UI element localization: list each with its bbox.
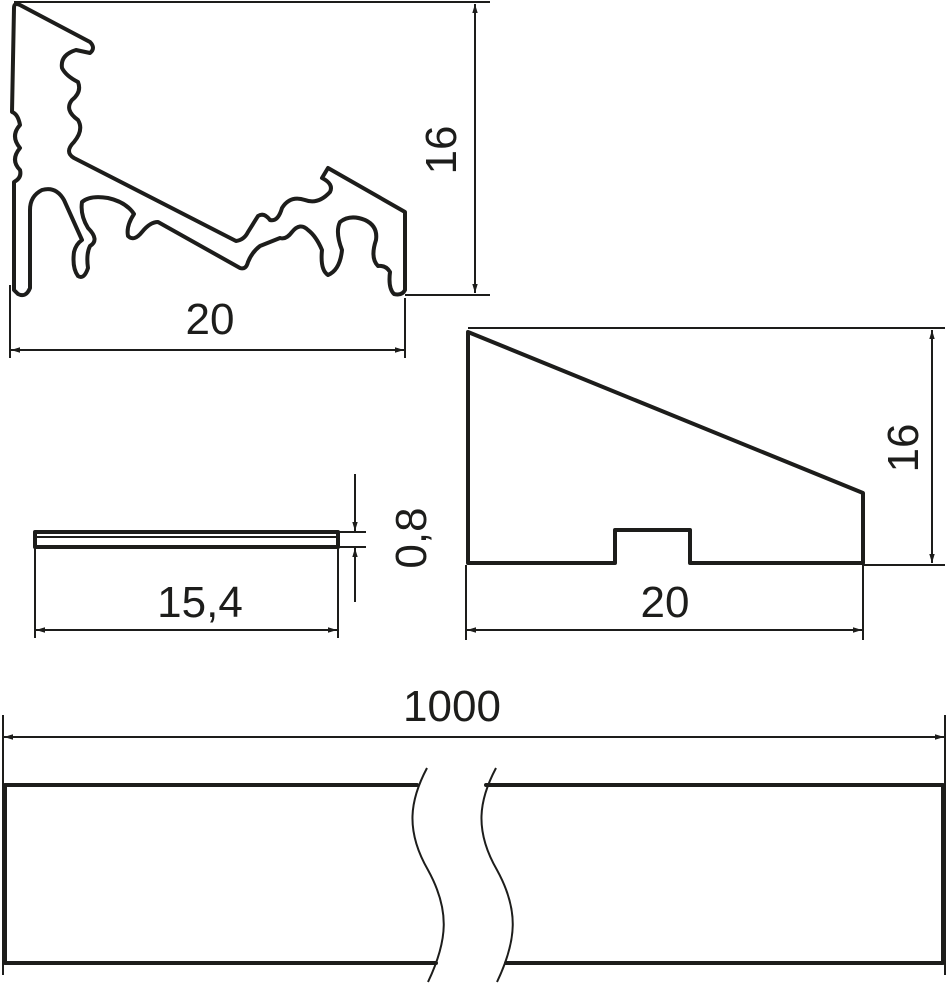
cover-outline [33, 530, 340, 549]
profile-width-label: 20 [186, 295, 235, 344]
profile-cross-section: 16 20 [9, 1, 490, 358]
end-cap-width-label: 20 [641, 578, 690, 627]
cover-thickness-label: 0,8 [387, 507, 436, 568]
length-label: 1000 [403, 682, 501, 731]
profile-outline [10, 2, 407, 298]
end-cap: 16 20 [465, 327, 945, 640]
end-cap-outline [466, 330, 865, 565]
cover-width-label: 15,4 [157, 578, 243, 627]
break-line-right [480, 767, 514, 983]
end-cap-height-label: 16 [879, 424, 928, 473]
profile-height-label: 16 [417, 126, 466, 175]
length-bar-left-part [3, 783, 438, 965]
length-bar-right-part [484, 783, 945, 965]
break-line-left [411, 767, 445, 983]
length-view: 1000 [2, 682, 946, 983]
cover-strip: 0,8 15,4 [33, 474, 436, 638]
